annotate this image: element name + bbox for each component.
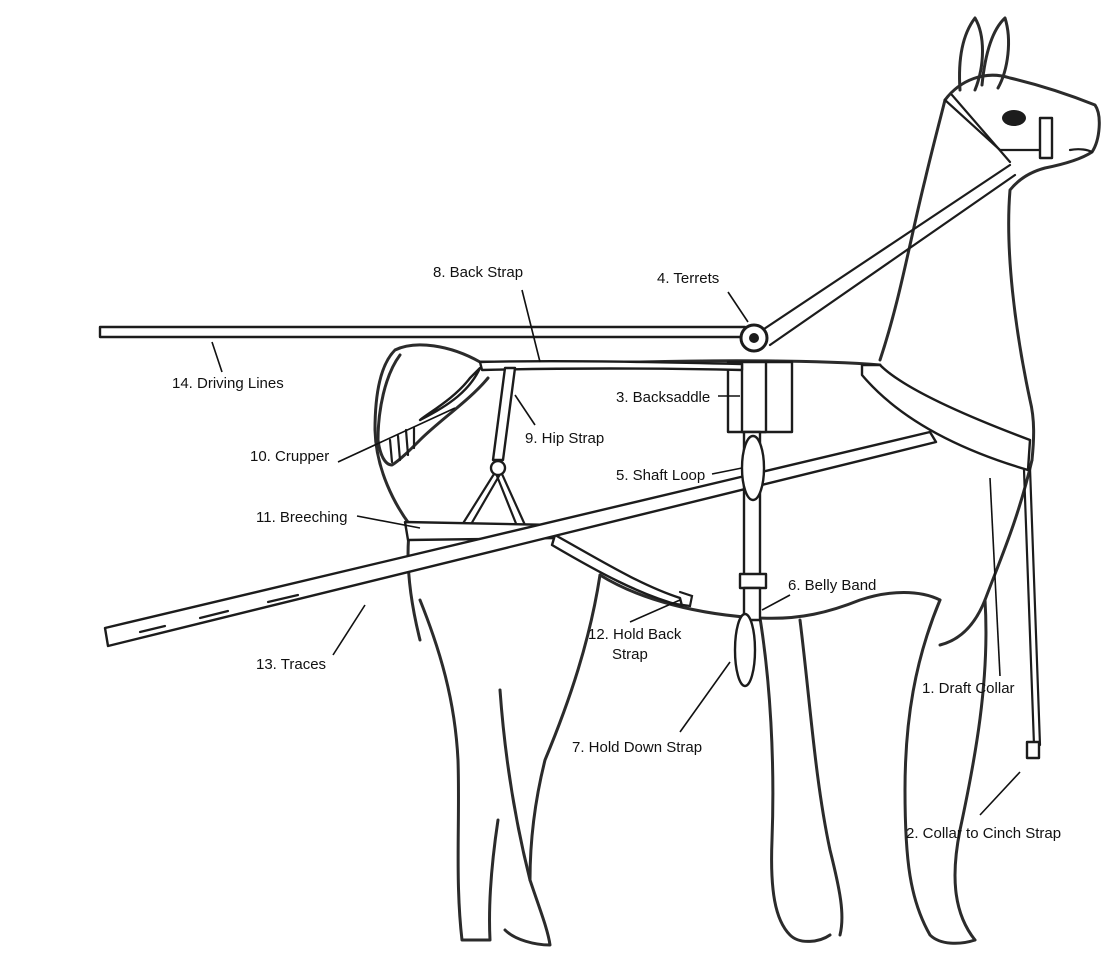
hip-strap <box>493 368 515 460</box>
backsaddle-center <box>742 362 766 432</box>
llama-eye <box>1002 110 1026 126</box>
leader-1 <box>990 478 1000 676</box>
leader-10 <box>338 408 455 462</box>
leader-5 <box>712 468 742 474</box>
leader-12 <box>630 600 680 622</box>
hip-strap-fork-left-2 <box>470 476 499 526</box>
label-crupper: 10. Crupper <box>250 448 329 465</box>
halter-nose-ring <box>1040 118 1052 158</box>
label-hip-strap: 9. Hip Strap <box>525 430 604 447</box>
label-hold-back-strap-line1: 12. Hold Back <box>588 626 682 643</box>
label-draft-collar: 1. Draft Collar <box>922 680 1015 697</box>
label-traces: 13. Traces <box>256 656 326 673</box>
llama-mouth <box>1070 149 1092 152</box>
leader-13 <box>333 605 365 655</box>
belly-band-buckle <box>740 574 766 588</box>
leader-9 <box>515 395 535 425</box>
label-collar-to-cinch-strap: 2. Collar to Cinch Strap <box>906 825 1061 842</box>
leader-7 <box>680 662 730 732</box>
hip-strap-ring <box>491 461 505 475</box>
llama-chest-to-leg <box>955 600 986 940</box>
hold-down-loop <box>735 614 755 686</box>
leader-6 <box>762 595 790 610</box>
label-back-strap: 8. Back Strap <box>433 264 523 281</box>
label-terrets: 4. Terrets <box>657 270 719 287</box>
llama-hind-leg-front <box>500 690 550 945</box>
label-hold-back-strap-line2: Strap <box>612 646 648 663</box>
driving-line-to-head <box>755 165 1010 335</box>
labels: 1. Draft Collar 2. Collar to Cinch Strap… <box>172 264 1061 842</box>
driving-lines <box>100 327 745 337</box>
hip-strap-fork-left <box>462 474 494 525</box>
leader-14 <box>212 342 222 372</box>
label-shaft-loop: 5. Shaft Loop <box>616 467 705 484</box>
terret-center <box>749 333 759 343</box>
halter-cheek <box>952 95 1010 162</box>
label-driving-lines: 14. Driving Lines <box>172 375 284 392</box>
shaft-loop <box>742 436 764 500</box>
llama-hind-leg-inner <box>530 575 600 880</box>
harness <box>100 165 1040 758</box>
hold-back-strap <box>552 535 682 606</box>
leader-2 <box>980 772 1020 815</box>
back-strap <box>480 361 742 370</box>
llama-head <box>945 75 1099 460</box>
label-belly-band: 6. Belly Band <box>788 577 876 594</box>
label-hold-down-strap: 7. Hold Down Strap <box>572 739 702 756</box>
llama-hind-leg-back <box>420 600 498 940</box>
cinch-buckle <box>1027 742 1039 758</box>
llama-front-leg-front <box>800 620 842 935</box>
leader-4 <box>728 292 748 322</box>
llama-front-leg-far <box>905 600 975 943</box>
label-backsaddle: 3. Backsaddle <box>616 389 710 406</box>
label-breeching: 11. Breeching <box>256 509 347 526</box>
